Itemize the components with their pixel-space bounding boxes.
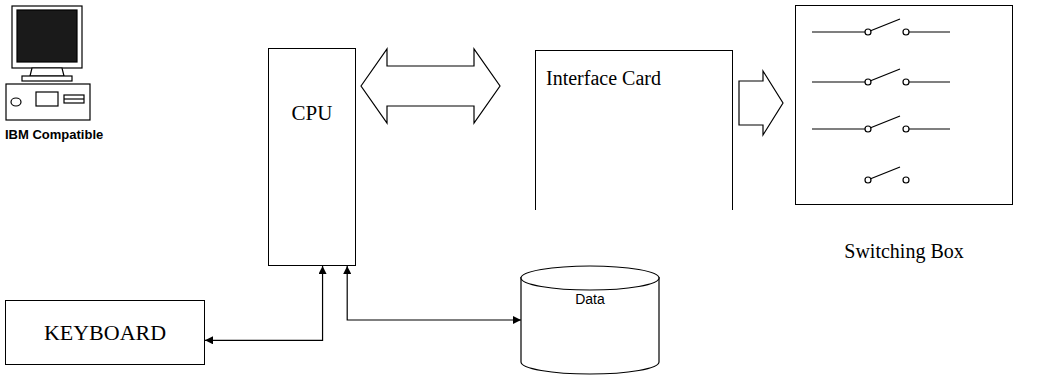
keyboard-box: KEYBOARD	[5, 300, 205, 365]
box-label: Data	[575, 291, 605, 307]
cpu-box: CPU	[268, 48, 356, 266]
box-label: KEYBOARD	[44, 320, 166, 346]
switching-box: Switching Box	[795, 5, 1013, 205]
connector-line	[205, 266, 323, 340]
interface-card-box: Interface Card	[535, 50, 733, 210]
box-heading: Switching Box	[796, 240, 1012, 263]
device-label: IBM Compatible	[5, 127, 103, 142]
switch-symbols	[812, 19, 950, 183]
box-label: CPU	[292, 101, 333, 126]
box-label: Interface Card	[546, 67, 661, 90]
connector-line	[347, 266, 521, 320]
computer-icon	[6, 6, 90, 120]
block-arrow	[739, 71, 783, 135]
cylinder-outline	[520, 265, 660, 375]
data-cylinder: Data	[520, 265, 660, 375]
block-arrow	[361, 49, 500, 123]
